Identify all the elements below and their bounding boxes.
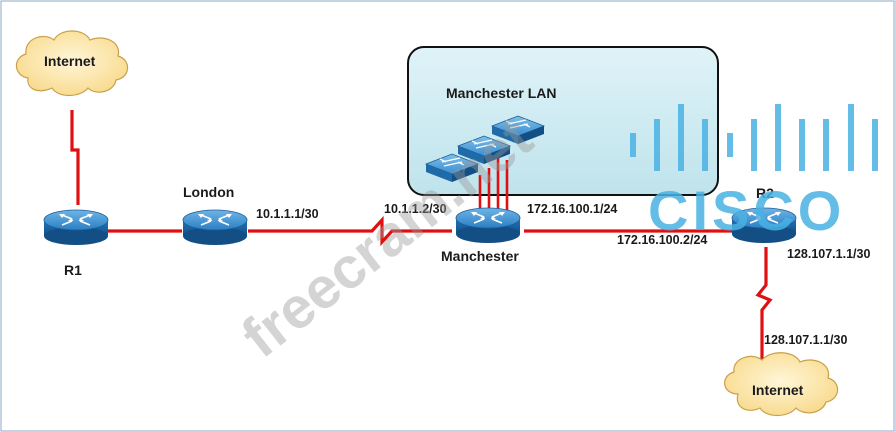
internet-cloud-bottom [724,352,839,417]
manchester-lan-label: Manchester LAN [446,85,556,101]
manchester-label: Manchester [441,248,519,264]
internet-bottom-label: Internet [752,382,804,398]
ip-manchester-lan: 172.16.100.1/24 [527,202,617,216]
ip-london-wan: 10.1.1.1/30 [256,207,319,221]
ip-r2-lan: 172.16.100.2/24 [617,233,707,247]
r2-label: R2 [756,185,774,201]
cisco-watermark-logo: CISCO [630,104,878,242]
link-r2-internet [755,247,773,368]
switch-uplinks [478,155,509,214]
ip-r2-internet: 128.107.1.1/30 [787,247,870,261]
r1-label: R1 [64,262,82,278]
link-london-manchester [248,215,452,247]
cisco-brand-text: CISCO [648,179,845,242]
london-label: London [183,184,234,200]
ip-manchester-wan: 10.1.1.2/30 [384,202,447,216]
internet-top-label: Internet [44,53,96,69]
internet-cloud-top [15,30,129,97]
router-icon [182,209,248,246]
link-internet-r1 [70,110,80,205]
router-icon [43,209,109,246]
ip-internet-bottom: 128.107.1.1/30 [764,333,847,347]
